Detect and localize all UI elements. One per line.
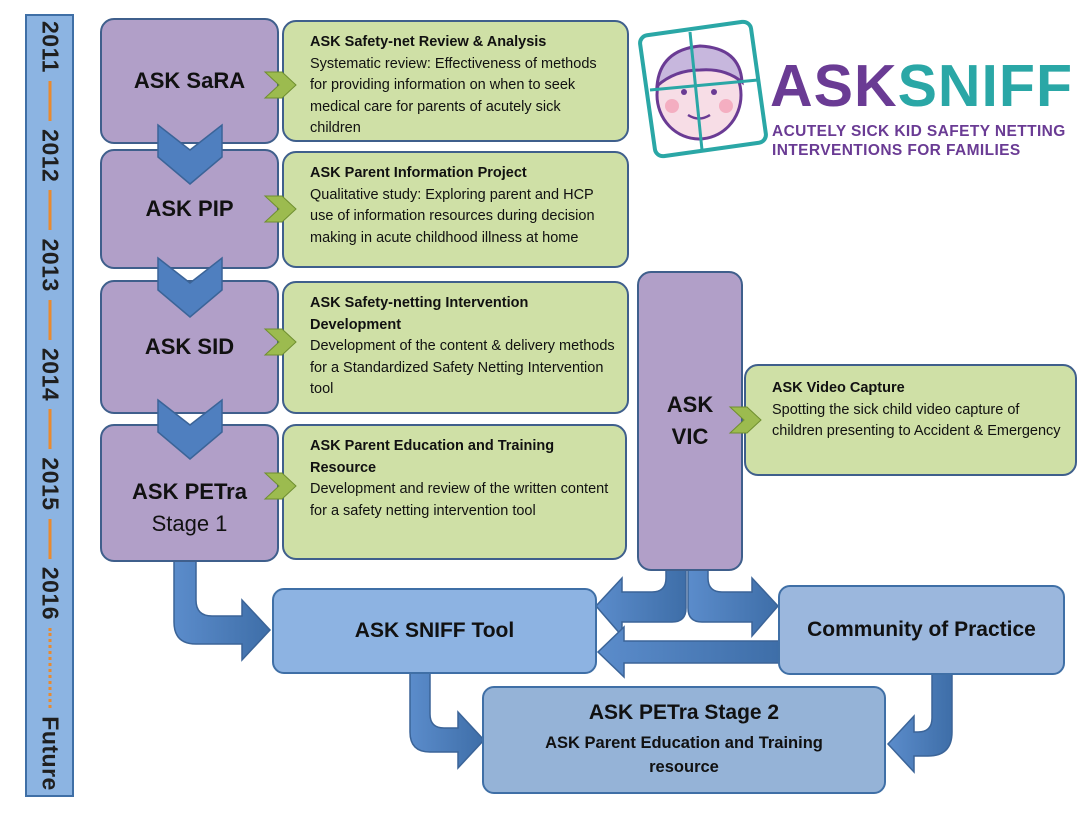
- project-box-vic: ASK VIC: [637, 271, 743, 571]
- petra-stage2-box: ASK PETra Stage 2 ASK Parent Education a…: [482, 686, 886, 794]
- description-box-vic: ASK Video Capture Spotting the sick chil…: [744, 364, 1077, 476]
- flow-arrow-vic-to-community: [687, 551, 780, 639]
- project-box-pip: ASK PIP: [100, 149, 279, 269]
- project-box-sara: ASK SaRA: [100, 18, 279, 144]
- child-face-icon: [638, 19, 768, 159]
- chevron-down-icon: [157, 123, 223, 185]
- community-box: Community of Practice: [778, 585, 1065, 675]
- chevron-right-icon: [263, 195, 297, 223]
- chevron-right-icon: [728, 406, 762, 434]
- logo-subtitle: ACUTELY SICK KID SAFETY NETTING INTERVEN…: [772, 122, 1066, 160]
- vic-label-line2: VIC: [671, 424, 709, 449]
- chevron-down-icon: [157, 256, 223, 318]
- description-text: Development of the content & delivery me…: [310, 338, 615, 397]
- chevron-right-icon: [263, 328, 297, 356]
- flow-arrow-petra-to-tool: [173, 541, 272, 662]
- petra-stage2-line2: resource: [649, 758, 719, 776]
- project-sublabel: Stage 1: [151, 511, 228, 536]
- community-label: Community of Practice: [807, 618, 1036, 641]
- description-box-petra: ASK Parent Education and Training Resour…: [282, 424, 627, 560]
- flow-arrow-community-to-tool: [596, 625, 781, 679]
- chevron-right-icon: [263, 472, 297, 500]
- project-label: ASK SaRA: [133, 68, 246, 93]
- flow-arrow-tool-to-petra2: [409, 669, 486, 770]
- logo-sniff: SNIFF: [897, 53, 1074, 119]
- description-box-sara: ASK Safety-net Review & Analysis Systema…: [282, 20, 629, 142]
- description-title: ASK Parent Information Project: [310, 165, 527, 181]
- logo-ask: ASK: [770, 53, 898, 119]
- petra-stage2-line1: ASK Parent Education and Training: [545, 734, 823, 752]
- timeline-bar: 2011 2012 2013 2014 2015 2016 Future: [25, 14, 74, 797]
- project-label: ASK PIP: [145, 196, 234, 221]
- vic-label-line1: ASK: [666, 392, 714, 417]
- project-label: ASK PETra: [132, 479, 247, 504]
- description-box-sid: ASK Safety-netting Intervention Developm…: [282, 281, 629, 414]
- flow-arrow-vic-to-tool: [594, 551, 687, 639]
- sniff-tool-box: ASK SNIFF Tool: [272, 588, 597, 674]
- description-text: Development and review of the written co…: [310, 481, 609, 519]
- logo-subtitle-line1: ACUTELY SICK KID SAFETY NETTING: [772, 123, 1066, 140]
- flow-arrow-community-to-petra2: [886, 669, 953, 774]
- chevron-right-icon: [263, 71, 297, 99]
- description-text: Systematic review: Effectiveness of meth…: [310, 55, 597, 137]
- description-text: Qualitative study: Exploring parent and …: [310, 186, 595, 246]
- chevron-down-icon: [157, 398, 223, 460]
- description-text: Spotting the sick child video capture of…: [772, 401, 1061, 440]
- sniff-tool-label: ASK SNIFF Tool: [354, 619, 515, 642]
- description-box-pip: ASK Parent Information Project Qualitati…: [282, 151, 629, 268]
- description-title: ASK Safety-net Review & Analysis: [310, 34, 547, 50]
- petra-stage2-title: ASK PETra Stage 2: [588, 701, 780, 724]
- asksniff-logo: ASKSNIFF: [770, 55, 1073, 117]
- description-title: ASK Video Capture: [772, 380, 905, 396]
- description-title: ASK Parent Education and Training Resour…: [310, 438, 555, 476]
- logo-subtitle-line2: INTERVENTIONS FOR FAMILIES: [772, 142, 1021, 159]
- description-title: ASK Safety-netting Intervention Developm…: [310, 295, 529, 333]
- project-label: ASK SID: [144, 334, 235, 359]
